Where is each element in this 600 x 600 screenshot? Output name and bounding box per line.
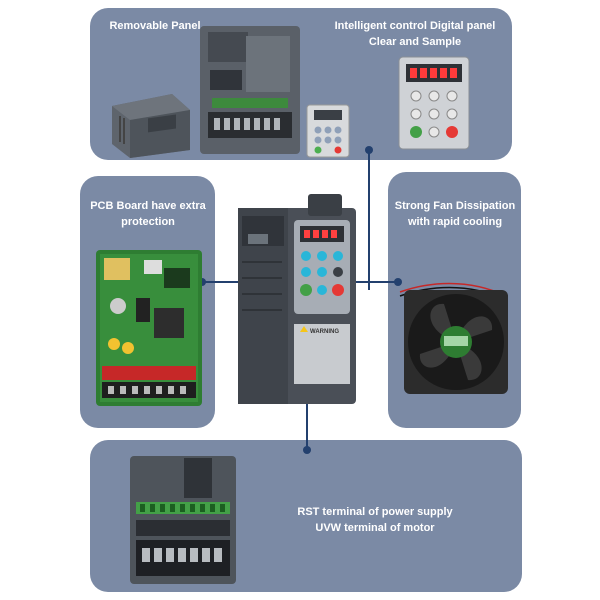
connector-top-dot xyxy=(365,146,373,154)
small-keypad-image xyxy=(306,104,350,158)
terminal-label-1: RST terminal of power supply xyxy=(297,506,453,518)
connector-left xyxy=(202,281,244,283)
fan-label-2: with rapid cooling xyxy=(407,216,503,228)
connector-bottom-dot xyxy=(303,446,311,454)
removable-cover-image xyxy=(112,94,190,158)
connector-bottom xyxy=(306,404,308,450)
connector-right-dot xyxy=(394,278,402,286)
inverter-open-image xyxy=(200,26,300,154)
terminal-label-2: UVW terminal of motor xyxy=(315,522,435,534)
cooling-fan-image xyxy=(399,282,508,394)
removable-panel-label: Removable Panel xyxy=(109,20,201,32)
device-warning-label: WARNING xyxy=(310,329,339,335)
fan-label-1: Strong Fan Dissipation xyxy=(394,200,516,212)
pcb-board-image xyxy=(96,250,202,406)
pcb-label-2: protection xyxy=(121,216,175,228)
terminal-block-image xyxy=(130,456,236,584)
digital-panel-label-1: Intelligent control Digital panel xyxy=(334,20,496,32)
pcb-label-1: PCB Board have extra xyxy=(90,200,206,212)
connector-top xyxy=(368,150,370,290)
digital-panel-label-2: Clear and Sample xyxy=(368,36,462,48)
inverter-device-image xyxy=(238,194,356,404)
connector-right xyxy=(345,281,397,283)
digital-panel-image xyxy=(398,56,470,150)
